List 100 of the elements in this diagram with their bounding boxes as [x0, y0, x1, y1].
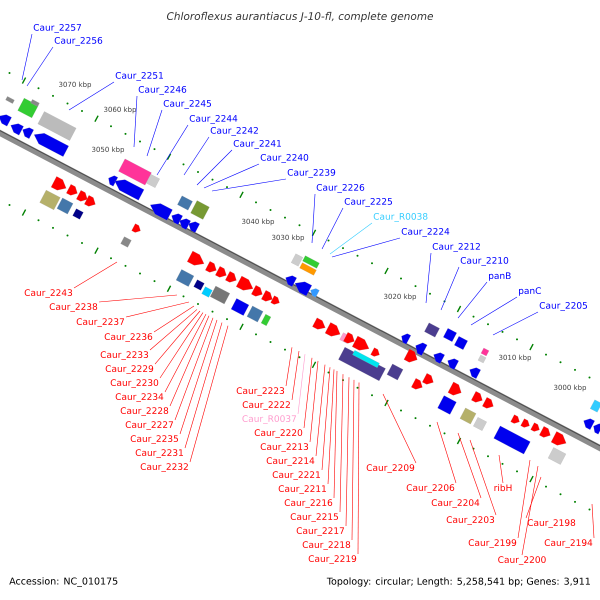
gene-label: Caur_R0037 [242, 415, 296, 424]
gene-label: Caur_2229 [106, 365, 154, 374]
leader-line [174, 318, 214, 420]
genome-stats-label: Topology: circular; Length: 5,258,541 bp; Genes: 3,911 [326, 577, 590, 587]
gene-label: Caur_2211 [278, 485, 326, 494]
leader-line [156, 124, 188, 176]
gene-label: Caur_2225 [344, 198, 392, 207]
leader-line [146, 110, 162, 156]
gene-label: Caur_2203 [446, 516, 494, 525]
leader-line [154, 310, 200, 364]
gene-label: Caur_2199 [468, 539, 516, 548]
leader-line [286, 347, 292, 386]
gene-label: Caur_2240 [260, 154, 308, 163]
leader-line [426, 252, 432, 304]
gene-label: ribH [494, 484, 512, 492]
gene-label: Caur_2230 [110, 379, 158, 388]
leader-line [322, 366, 330, 470]
gene-label: Caur_2241 [234, 140, 281, 149]
leader-line [470, 296, 518, 326]
gene-label: Caur_2210 [460, 257, 508, 266]
leader-line [304, 358, 312, 428]
leader-line [196, 150, 232, 186]
gene-label: Caur_2216 [284, 499, 332, 508]
leader-line [352, 380, 354, 540]
leader-line [328, 369, 334, 484]
leader-line [98, 294, 178, 302]
gene-label: Caur_2234 [116, 393, 164, 402]
leader-line [332, 238, 400, 258]
leader-line [184, 322, 222, 448]
gene-label: Caur_2245 [164, 100, 212, 109]
gene-label: Caur_2224 [402, 228, 450, 237]
gene-label: Caur_2226 [316, 184, 364, 193]
gene-label: Caur_2242 [210, 127, 258, 136]
gene-label: Caur_2213 [260, 443, 308, 452]
leader-line [592, 504, 594, 538]
leader-line [164, 314, 206, 392]
leader-line [470, 440, 496, 516]
gene-label: Caur_2222 [242, 401, 290, 410]
leader-line [74, 262, 118, 288]
leader-line [330, 222, 372, 254]
gene-label: Caur_2217 [296, 527, 344, 536]
gene-label: Caur_2237 [76, 318, 124, 327]
leader-line [298, 354, 306, 414]
gene-label: Caur_2221 [272, 471, 320, 480]
leader-line [212, 178, 286, 192]
leader-line [26, 46, 54, 86]
gene-label: Caur_2200 [498, 556, 546, 565]
leader-line [518, 460, 530, 538]
leader-line [190, 325, 228, 462]
gene-label: Caur_2228 [120, 407, 168, 416]
gene-label: Caur_2235 [130, 435, 178, 444]
gene-label: Caur_2205 [540, 302, 588, 311]
gene-label: Caur_2219 [308, 555, 356, 564]
gene-label: Caur_2256 [54, 37, 102, 46]
leader-line [334, 370, 338, 498]
gene-label: Caur_2246 [138, 86, 186, 95]
leader-line [126, 302, 190, 318]
leader-line [436, 422, 456, 484]
leader-line [458, 282, 488, 318]
leader-line [440, 266, 460, 310]
leader-line [170, 315, 210, 406]
leader-line [160, 312, 204, 378]
gene-label: panB [489, 272, 511, 281]
gene-label: Caur_2218 [302, 541, 350, 550]
leader-line [292, 350, 300, 400]
gene-label: Caur_2238 [50, 303, 98, 312]
leader-line [346, 376, 350, 526]
leader-line [340, 374, 344, 512]
gene-label: Caur_2236 [104, 333, 152, 342]
title: Chloroflexus aurantiacus J-10-fl, complete genome [166, 12, 434, 22]
gene-label: Caur_2194 [544, 539, 592, 548]
gene-label: Caur_2215 [290, 513, 338, 522]
gene-label: Caur_2244 [190, 115, 238, 124]
leader-line [492, 312, 538, 336]
leader-line [184, 136, 210, 176]
gene-label: Caur_2239 [288, 169, 336, 178]
leader-line [154, 306, 194, 332]
gene-label: Caur_2198 [528, 519, 576, 528]
gene-label: Caur_2214 [266, 457, 314, 466]
gene-label: Caur_2231 [136, 449, 183, 458]
gene-label: Caur_2223 [236, 387, 284, 396]
gene-label: Caur_2209 [366, 464, 414, 473]
leader-line [322, 208, 344, 250]
leader-line [498, 454, 504, 484]
leader-line [358, 382, 360, 554]
gene-label: Caur_2204 [432, 499, 480, 508]
leader-line [382, 394, 416, 464]
gene-label: Caur_2212 [432, 243, 480, 252]
gene-label: Caur_R0038 [374, 213, 428, 222]
leader-line [526, 476, 542, 518]
leader-line [150, 309, 198, 350]
gene-label: Caur_2206 [406, 484, 454, 493]
gene-label: Caur_2251 [116, 72, 163, 81]
leader-line [310, 360, 318, 442]
leader-line [522, 466, 538, 556]
leader-line [204, 164, 260, 188]
leader-line [312, 194, 316, 244]
gene-label: Caur_2227 [126, 421, 174, 430]
accession-label: Accession: NC_010175 [9, 577, 118, 587]
gene-label: Caur_2243 [24, 289, 72, 298]
